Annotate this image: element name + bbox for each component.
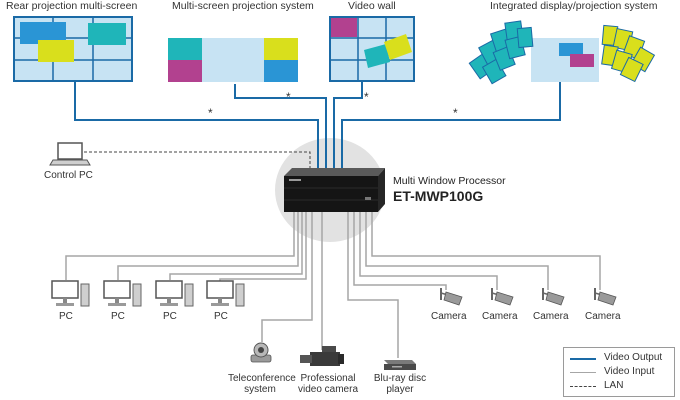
legend-item-video-output: Video Output (570, 352, 670, 364)
professional-video-camera-icon (300, 346, 344, 366)
pc-icon (206, 280, 245, 307)
label-pc-3: PC (163, 311, 177, 322)
legend-label-video-input: Video Input (604, 366, 655, 377)
processor-unit (284, 168, 385, 212)
input-line-camera-4 (371, 212, 601, 290)
asterisk-1: * (208, 106, 213, 120)
output-line-multi-screen (234, 84, 327, 170)
legend: Video Output Video Input LAN (563, 347, 675, 397)
legend-label-video-output: Video Output (604, 352, 663, 363)
asterisk-3: * (364, 90, 369, 104)
input-line-bluray (347, 212, 399, 358)
camera-icon (594, 288, 617, 306)
label-teleconference-line-1: Teleconference (228, 373, 296, 384)
legend-label-lan: LAN (604, 380, 624, 391)
rear-projection-screen (13, 16, 133, 82)
label-bluray-line-2: player (386, 384, 414, 395)
lan-line (84, 151, 311, 170)
label-camera-4: Camera (585, 311, 621, 322)
label-teleconference-line-2: system (244, 384, 276, 395)
input-line-camera-3 (365, 212, 549, 290)
input-line-teleconference (261, 212, 313, 342)
label-pc-4: PC (214, 311, 228, 322)
teleconference-camera-icon (250, 342, 272, 363)
output-line-integrated (341, 82, 561, 170)
camera-icon (542, 288, 565, 306)
label-professional-camera: Professional video camera (296, 373, 360, 395)
label-camera-2: Camera (482, 311, 518, 322)
label-professional-camera-line-2: video camera (297, 384, 359, 395)
label-professional-camera-line-1: Professional (300, 373, 356, 384)
input-line-pc-1 (65, 212, 295, 280)
output-line-rear-projection (74, 82, 319, 170)
pc-icon (51, 280, 90, 307)
legend-swatch-video-input (570, 372, 596, 373)
camera-icon (440, 288, 463, 306)
label-control-pc: Control PC (44, 170, 93, 181)
asterisk-2: * (286, 90, 291, 104)
legend-item-video-input: Video Input (570, 366, 670, 378)
pc-icon (103, 280, 142, 307)
input-line-pc-3 (169, 212, 303, 280)
integrated-display-system (468, 20, 656, 85)
legend-swatch-lan (570, 386, 596, 387)
video-input-lines (65, 212, 601, 358)
label-integrated-display: Integrated display/projection system (490, 0, 658, 12)
video-output-lines (74, 82, 561, 170)
label-camera-1: Camera (431, 311, 467, 322)
input-line-camera-2 (359, 212, 498, 290)
label-pc-2: PC (111, 311, 125, 322)
output-line-video-wall (333, 82, 363, 170)
label-rear-projection: Rear projection multi-screen (6, 0, 138, 12)
asterisk-4: * (453, 106, 458, 120)
legend-swatch-video-output (570, 358, 596, 360)
bluray-player-icon (384, 360, 416, 370)
legend-item-lan: LAN (570, 380, 670, 392)
label-video-wall: Video wall (348, 0, 396, 12)
input-line-pc-2 (117, 212, 299, 280)
label-pc-1: PC (59, 311, 73, 322)
processor-model: ET-MWP100G (393, 188, 484, 204)
input-line-pc-4 (219, 212, 307, 281)
camera-icon (491, 288, 514, 306)
label-camera-3: Camera (533, 311, 569, 322)
video-wall (329, 16, 415, 82)
processor-name: Multi Window Processor (393, 175, 506, 187)
label-multi-screen-projection: Multi-screen projection system (172, 0, 314, 12)
input-line-camera-1 (353, 212, 447, 290)
pc-icon (155, 280, 194, 307)
label-bluray: Blu-ray disc player (368, 373, 432, 395)
label-teleconference: Teleconference system (228, 373, 296, 395)
multi-screen-projection (168, 38, 298, 82)
control-pc-laptop-icon (49, 142, 91, 166)
label-bluray-line-1: Blu-ray disc (373, 373, 427, 384)
